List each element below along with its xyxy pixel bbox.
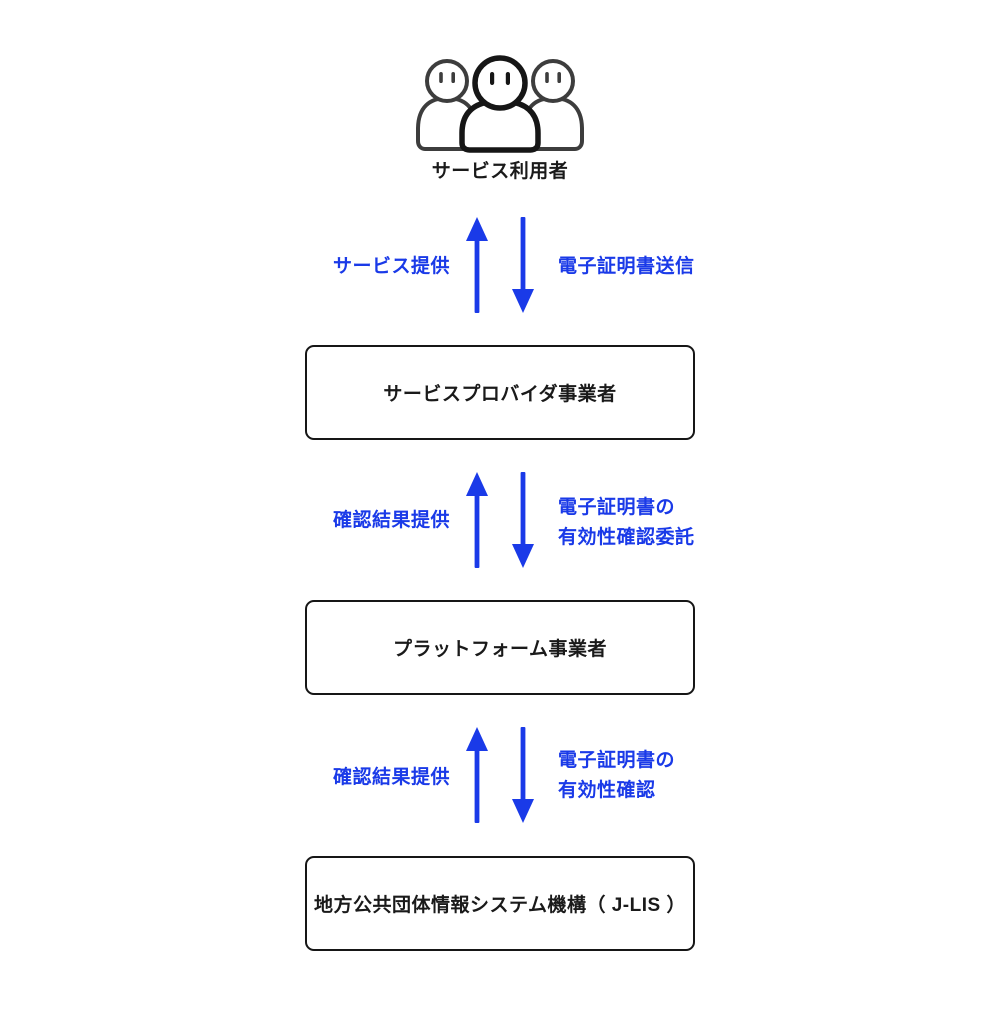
up-arrow-icon [466, 727, 488, 823]
node-jlis-label: 地方公共団体情報システム機構（ J-LIS ） [314, 895, 686, 916]
flow3-down-line1: 電子証明書の [558, 750, 676, 771]
flow2-down-line1: 電子証明書の [558, 497, 676, 518]
flow1-down-line1: 電子証明書送信 [558, 256, 695, 277]
up-arrow-icon [466, 217, 488, 313]
flow3-down-label: 電子証明書の 有効性確認 [558, 746, 675, 806]
arrow-pair-2 [466, 472, 534, 568]
down-arrow-icon [512, 217, 534, 313]
flow1-down-label: 電子証明書送信 [558, 253, 695, 281]
node-service-provider-label: サービスプロバイダ事業者 [383, 384, 617, 405]
flow3-up-label: 確認結果提供 [332, 767, 450, 788]
up-arrow-icon [466, 472, 488, 568]
node-platform-operator: プラットフォーム事業者 [305, 600, 695, 695]
arrow-pair-1 [466, 217, 534, 313]
node-jlis: 地方公共団体情報システム機構（ J-LIS ） [305, 856, 695, 951]
flow2-up-label: 確認結果提供 [332, 510, 450, 531]
node-service-provider: サービスプロバイダ事業者 [305, 345, 695, 440]
service-users-label: サービス利用者 [431, 161, 569, 182]
node-platform-operator-label: プラットフォーム事業者 [393, 639, 607, 660]
flow2-down-label: 電子証明書の 有効性確認委託 [558, 493, 695, 553]
three-users-icon [416, 55, 584, 153]
flow3-down-line2: 有効性確認 [558, 780, 656, 801]
flow1-up-label: サービス提供 [332, 256, 450, 277]
center-user-icon [459, 55, 541, 153]
arrow-pair-3 [466, 727, 534, 823]
flow2-down-line2: 有効性確認委託 [558, 527, 695, 548]
down-arrow-icon [512, 472, 534, 568]
down-arrow-icon [512, 727, 534, 823]
